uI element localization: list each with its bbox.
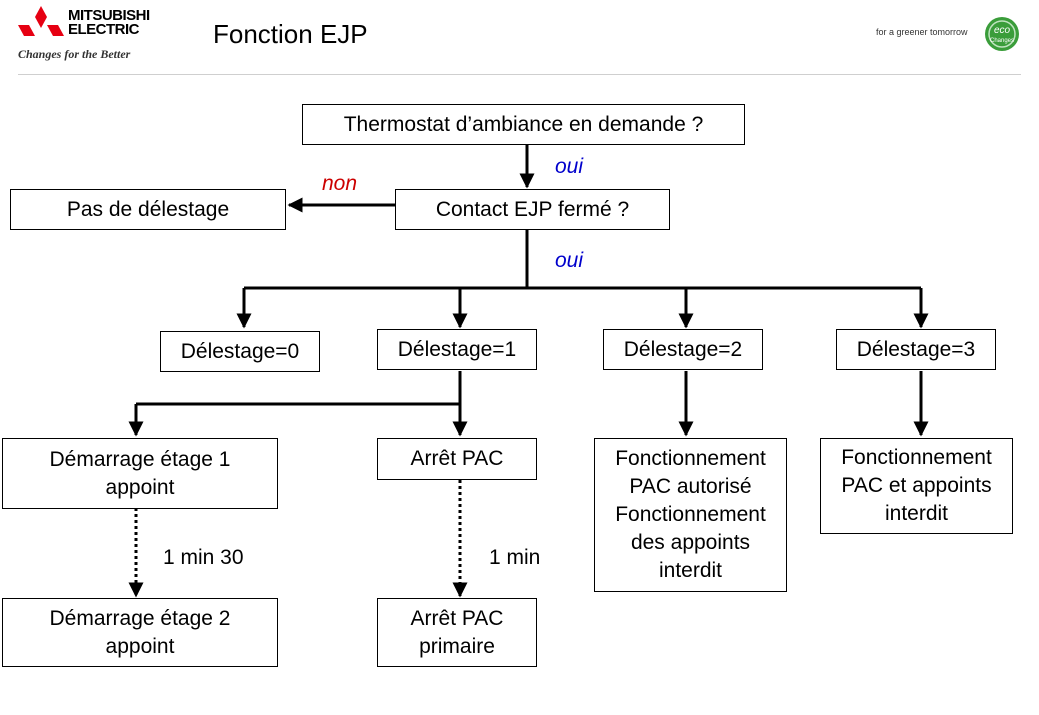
node-demarrage-etage-2: Démarrage étage 2 appoint: [2, 598, 278, 667]
label-oui-thermostat: oui: [555, 155, 584, 178]
node-fonctionnement-delestage-3: Fonctionnement PAC et appoints interdit: [820, 438, 1013, 534]
diamonds-icon: [18, 6, 64, 36]
node-arret-pac-primaire: Arrêt PAC primaire: [377, 598, 537, 667]
label-non-contact: non: [322, 172, 358, 195]
greener-tagline: for a greener tomorrow: [876, 27, 968, 37]
node-demarrage-etage-1: Démarrage étage 1 appoint: [2, 438, 278, 509]
header-divider: [18, 74, 1021, 75]
label-delay-1min30: 1 min 30: [163, 546, 244, 569]
eco-changes-logo: eco Changes: [984, 16, 1020, 52]
label-oui-contact: oui: [555, 249, 584, 272]
brand-name-line1: MITSUBISHI: [68, 7, 150, 24]
svg-text:Changes: Changes: [990, 38, 1014, 44]
svg-text:eco: eco: [994, 25, 1011, 36]
node-contact-ejp: Contact EJP fermé ?: [395, 189, 670, 230]
eco-leaf-icon: eco Changes: [985, 17, 1019, 51]
node-pas-delestage: Pas de délestage: [10, 189, 286, 230]
node-delestage-1: Délestage=1: [377, 329, 537, 370]
mitsubishi-logo: MITSUBISHI ELECTRIC Changes for the Bett…: [18, 6, 168, 66]
node-delestage-3: Délestage=3: [836, 329, 996, 370]
label-delay-1min: 1 min: [489, 546, 541, 569]
brand-tagline: Changes for the Better: [18, 47, 131, 61]
brand-name-line2: ELECTRIC: [68, 21, 140, 38]
page-title: Fonction EJP: [213, 19, 368, 49]
node-fonctionnement-delestage-2: Fonctionnement PAC autorisé Fonctionneme…: [594, 438, 787, 592]
node-delestage-0: Délestage=0: [160, 331, 320, 372]
node-arret-pac: Arrêt PAC: [377, 438, 537, 480]
node-delestage-2: Délestage=2: [603, 329, 763, 370]
node-thermostat: Thermostat d’ambiance en demande ?: [302, 104, 745, 145]
